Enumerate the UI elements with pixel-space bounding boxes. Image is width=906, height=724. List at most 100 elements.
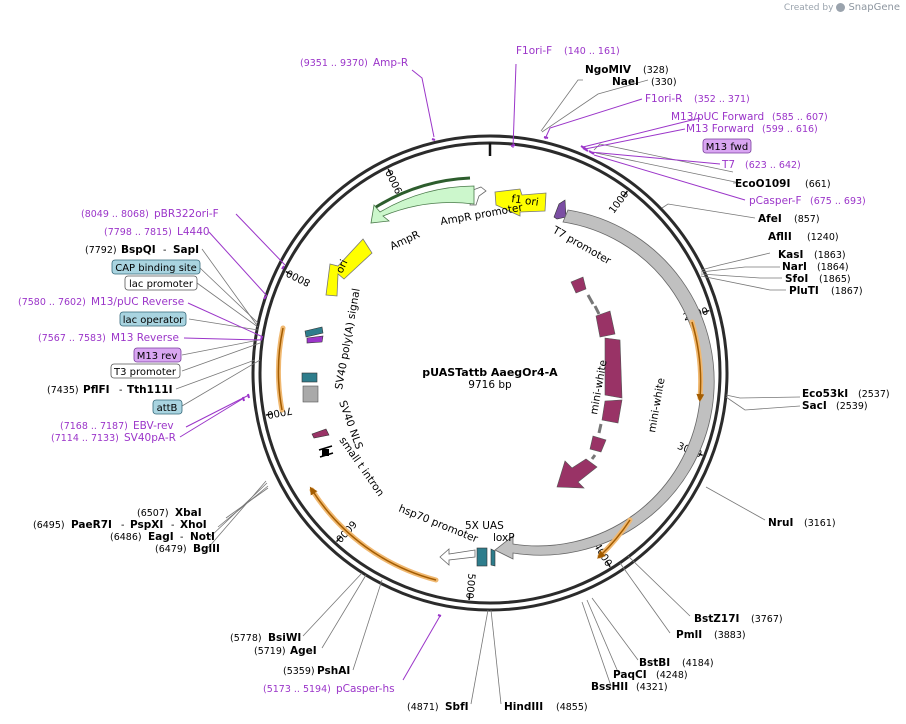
site-pmli[interactable]: PmlI xyxy=(676,629,702,641)
site-afei[interactable]: AfeI xyxy=(758,213,782,225)
site-bsshii[interactable]: BssHII xyxy=(591,681,628,693)
primer-pbr322ori-f-pos: (8049 .. 8068) xyxy=(81,209,149,220)
site-tth111i[interactable]: Tth111I xyxy=(127,384,172,396)
site-paqci-pos: (4248) xyxy=(656,670,688,681)
t7-promoter-mark xyxy=(553,199,567,220)
sv40-polya-blocks xyxy=(301,326,324,403)
site-nari-pos: (1864) xyxy=(817,262,849,273)
primer-pcasper-hs-pos: (5173 .. 5194) xyxy=(263,684,331,695)
site-sapi-dash: - xyxy=(163,245,166,256)
f1-ori-label: f1 ori xyxy=(511,193,540,209)
site-bstz17i[interactable]: BstZ17I xyxy=(694,613,739,625)
site-bglii[interactable]: BglII xyxy=(193,543,220,555)
site-naei[interactable]: NaeI xyxy=(612,76,639,88)
label-lac-promoter[interactable]: lac promoter xyxy=(129,279,194,290)
site-leader-lines xyxy=(175,79,801,705)
tick-mark-7000 xyxy=(265,413,273,416)
site-pspxi[interactable]: PspXI xyxy=(130,519,163,531)
site-aflii[interactable]: AflII xyxy=(768,231,792,243)
site-xbai[interactable]: XbaI xyxy=(175,507,202,519)
primer-f1ori-r[interactable]: F1ori-R xyxy=(645,93,682,105)
label-m13-fwd[interactable]: M13 fwd xyxy=(706,142,748,153)
primer-m13puc-forward-pos: (585 .. 607) xyxy=(772,112,828,123)
primer-m13puc-forward[interactable]: M13/pUC Forward xyxy=(671,111,764,123)
primer-m13-forward[interactable]: M13 Forward xyxy=(686,123,754,135)
primer-t7[interactable]: T7 xyxy=(721,159,735,171)
site-sbfi[interactable]: SbfI xyxy=(445,701,469,713)
site-bsiwi[interactable]: BsiWI xyxy=(268,632,301,644)
site-sfoi[interactable]: SfoI xyxy=(785,273,808,285)
primer-m13-reverse[interactable]: M13 Reverse xyxy=(111,332,179,344)
site-bspqi[interactable]: BspQI xyxy=(121,244,156,256)
hsp70-promoter-arrow xyxy=(439,548,476,566)
site-aflii-pos: (1240) xyxy=(807,232,839,243)
site-bsiwi-pos: (5778) xyxy=(230,633,262,644)
small-t-intron-mark xyxy=(318,445,334,458)
restriction-site-labels: NgoMIV (328) NaeI (330) EcoO109I (661) A… xyxy=(33,64,890,713)
site-saci[interactable]: SacI xyxy=(802,400,827,412)
site-xhoi[interactable]: XhoI xyxy=(180,519,207,531)
mini-white-outer-arrow xyxy=(494,209,715,560)
site-hindiii-pos: (4855) xyxy=(556,702,588,713)
ampr-arrow xyxy=(370,185,475,224)
tick-label-1000: 1000 xyxy=(607,189,631,216)
site-paer7i[interactable]: PaeR7I xyxy=(71,519,112,531)
site-xbai-pos: (6507) xyxy=(137,508,169,519)
tick-mark-1000 xyxy=(622,190,628,198)
site-pluti[interactable]: PluTI xyxy=(789,285,819,297)
site-tth111i-dash: - xyxy=(119,385,122,396)
label-lac-operator[interactable]: lac operator xyxy=(123,315,184,326)
site-bsshii-pos: (4321) xyxy=(636,682,668,693)
site-paqci[interactable]: PaqCI xyxy=(613,669,647,681)
site-paer7i-pos: (6495) xyxy=(33,520,65,531)
ori-arrow xyxy=(325,238,373,297)
label-t3-promoter[interactable]: T3 promoter xyxy=(113,367,177,378)
primer-ebv-rev-pos: (7168 .. 7187) xyxy=(60,421,128,432)
site-ecoo109i[interactable]: EcoO109I xyxy=(735,178,790,190)
site-eco53ki[interactable]: Eco53kI xyxy=(802,388,848,400)
site-kasi[interactable]: KasI xyxy=(778,249,803,261)
f1-ori-arrow xyxy=(494,188,547,217)
site-hindiii[interactable]: HindIII xyxy=(504,701,543,713)
site-nari[interactable]: NarI xyxy=(782,261,807,273)
site-ecoo109i-pos: (661) xyxy=(805,179,831,190)
site-pmli-pos: (3883) xyxy=(714,630,746,641)
primer-pcasper-hs[interactable]: pCasper-hs xyxy=(336,683,395,695)
boxed-labels: M13 fwd CAP binding site lac promoter la… xyxy=(110,138,752,415)
primer-m13puc-reverse[interactable]: M13/pUC Reverse xyxy=(91,296,184,308)
site-pspxi-dash: - xyxy=(121,520,124,531)
site-sapi[interactable]: SapI xyxy=(173,244,199,256)
site-agei[interactable]: AgeI xyxy=(290,645,317,657)
primer-pcasper-f[interactable]: pCasper-F xyxy=(749,195,802,207)
site-eagi[interactable]: EagI xyxy=(148,531,174,543)
label-cap-binding-site[interactable]: CAP binding site xyxy=(115,263,197,274)
site-bstbi[interactable]: BstBI xyxy=(639,657,670,669)
primer-amp-r-pos: (9351 .. 9370) xyxy=(300,58,368,69)
site-noti-dash: - xyxy=(180,532,183,543)
tick-mark-9000 xyxy=(387,168,392,176)
primer-pbr322ori-f[interactable]: pBR322ori-F xyxy=(154,208,219,220)
primer-l4440[interactable]: L4440 xyxy=(177,226,210,238)
site-noti[interactable]: NotI xyxy=(190,531,215,543)
primer-labels: F1ori-F (140 .. 161) Amp-R (9351 .. 9370… xyxy=(18,45,866,695)
site-srui[interactable]: NruI xyxy=(768,517,793,529)
primer-ebv-rev[interactable]: EBV-rev xyxy=(133,420,174,432)
label-attb[interactable]: attB xyxy=(157,403,178,414)
mini-white-outer-label: mini-white xyxy=(646,377,667,433)
ampr-promoter-label: AmpR promoter xyxy=(439,202,524,228)
loxp-mark xyxy=(490,548,496,567)
primer-amp-r[interactable]: Amp-R xyxy=(373,57,408,69)
tick-label-8000: 8000 xyxy=(285,267,313,288)
label-m13-rev[interactable]: M13 rev xyxy=(137,351,178,362)
primer-sv40pa-r[interactable]: SV40pA-R xyxy=(124,432,176,444)
tick-label-9000: 9000 xyxy=(384,167,405,195)
site-pluti-pos: (1867) xyxy=(831,286,863,297)
site-agei-pos: (5719) xyxy=(254,646,286,657)
sv40-polya-label: SV40 poly(A) signal xyxy=(333,287,363,390)
site-pflfi[interactable]: PflFI xyxy=(83,384,110,396)
primer-f1ori-f[interactable]: F1ori-F xyxy=(516,45,552,57)
site-pshai[interactable]: PshAI xyxy=(317,665,350,677)
site-ngomiv[interactable]: NgoMIV xyxy=(585,64,632,76)
site-eagi-pos: (6486) xyxy=(110,532,142,543)
ori-label: ori xyxy=(334,258,351,275)
